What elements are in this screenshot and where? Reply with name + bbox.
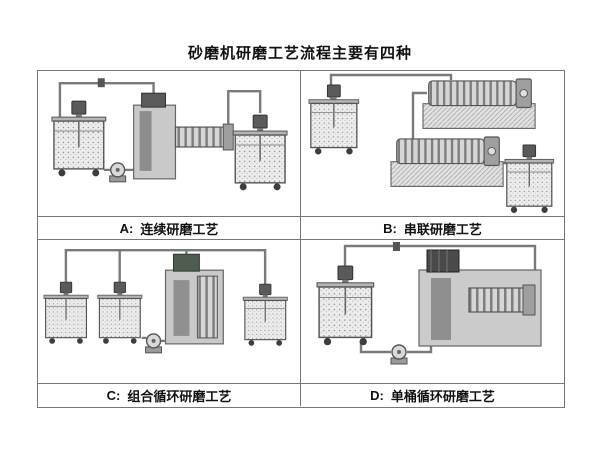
panel-letter: C: [106, 387, 121, 403]
suction-pipe [359, 342, 433, 354]
panel-c-caption: C: 组合循环研磨工艺 [38, 383, 301, 406]
page-title: 砂磨机研磨工艺流程主要有四种 [187, 45, 412, 62]
pump-pipe [141, 336, 166, 342]
feed-tank [308, 84, 360, 156]
receiving-tank [242, 283, 288, 347]
sand-mill-2 [390, 136, 504, 187]
panel-c-illustration [43, 249, 288, 354]
circulation-pipe [64, 249, 267, 298]
receiving-tank [232, 114, 288, 192]
panel-caption-text: 组合循环研磨工艺 [127, 388, 232, 404]
pump-icon [390, 344, 408, 365]
return-pipe [343, 244, 537, 284]
feed-tank-1 [43, 281, 89, 345]
panel-caption-text: 串联研磨工艺 [403, 221, 482, 237]
sand-mill [133, 92, 234, 180]
panel-b-caption: B: 串联研磨工艺 [301, 216, 564, 239]
panel-letter: D: [370, 387, 384, 403]
pump-icon [144, 333, 163, 354]
panel-letter: B: [383, 220, 397, 236]
panel-b-diagram [301, 71, 564, 216]
sand-mill-1 [422, 78, 536, 129]
feed-tank-2 [97, 281, 143, 345]
panel-a-illustration [51, 78, 288, 192]
panel-d-illustration [316, 242, 542, 365]
receiving-tank [504, 144, 555, 214]
outlet-pipe [227, 90, 262, 126]
process-figure: A: 连续研磨工艺 B: 串联研磨工艺 [37, 70, 565, 408]
sand-mill [164, 253, 224, 345]
panel-caption-text: 连续研磨工艺 [140, 221, 219, 237]
feed-pipe [58, 82, 155, 118]
panel-d-diagram [301, 239, 564, 383]
panel-letter: A: [119, 220, 134, 236]
valve-icon [393, 242, 400, 251]
panel-a-caption: A: 连续研磨工艺 [38, 216, 301, 239]
panel-b-illustration [308, 73, 555, 214]
panel-d-caption: D: 单桶循环研磨工艺 [301, 383, 564, 406]
panel-caption-text: 单桶循环研磨工艺 [390, 388, 495, 404]
pump-icon [109, 162, 127, 183]
panel-a-diagram [38, 71, 301, 216]
panel-c-diagram [38, 239, 301, 383]
sand-mill [418, 249, 542, 347]
circulation-tank [316, 265, 375, 347]
valve-icon [97, 78, 105, 88]
